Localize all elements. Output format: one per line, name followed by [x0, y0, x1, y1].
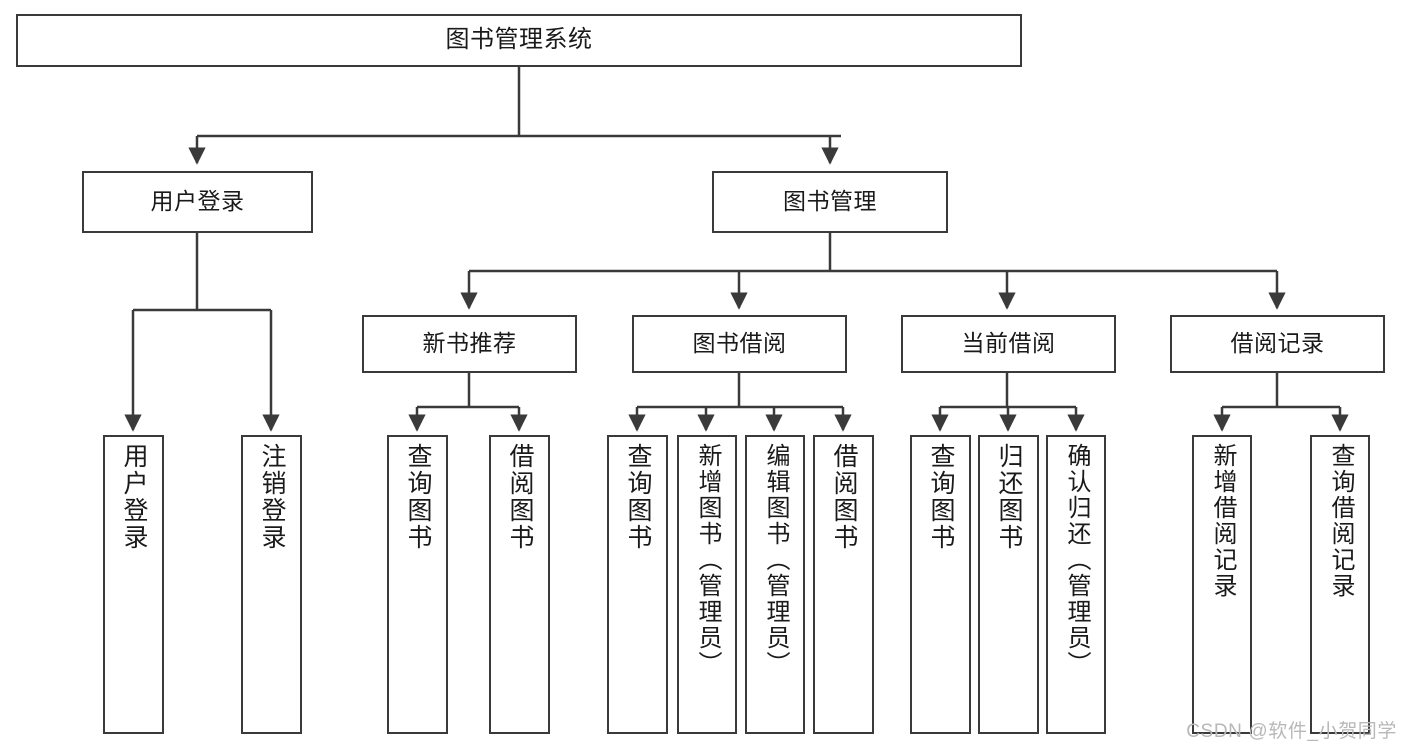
node-root[interactable]: 图书管理系统: [16, 14, 1022, 67]
watermark: CSDN @软件_小贺同学: [1186, 721, 1397, 742]
node-leaf-query-book-1[interactable]: 查询图书: [387, 435, 448, 734]
node-user-login[interactable]: 用户登录: [82, 171, 313, 233]
node-borrow-record[interactable]: 借阅记录: [1170, 315, 1385, 373]
node-leaf-borrow-book-2-label: 借阅图书: [830, 443, 858, 551]
node-leaf-user-login-label: 用户登录: [120, 443, 148, 551]
node-leaf-edit-book-label: 编辑图书（管理员）: [762, 443, 789, 677]
node-leaf-borrow-book-2[interactable]: 借阅图书: [813, 435, 874, 734]
node-leaf-logout-label: 注销登录: [258, 443, 286, 551]
node-leaf-edit-book[interactable]: 编辑图书（管理员）: [745, 435, 805, 734]
node-leaf-borrow-book-1-label: 借阅图书: [506, 443, 534, 551]
node-leaf-query-book-2[interactable]: 查询图书: [607, 435, 668, 734]
node-current-borrow[interactable]: 当前借阅: [901, 315, 1116, 373]
node-borrow-record-label: 借阅记录: [1230, 330, 1325, 357]
node-leaf-borrow-book-1[interactable]: 借阅图书: [489, 435, 550, 734]
node-book-borrow[interactable]: 图书借阅: [632, 315, 847, 373]
node-leaf-add-book-label: 新增图书（管理员）: [694, 443, 721, 677]
node-leaf-return-book-label: 归还图书: [995, 443, 1023, 551]
node-new-book-rec-label: 新书推荐: [422, 330, 517, 357]
node-root-label: 图书管理系统: [445, 26, 593, 54]
node-leaf-query-book-3-label: 查询图书: [927, 443, 955, 551]
node-current-borrow-label: 当前借阅: [961, 330, 1056, 357]
node-book-manage-label: 图书管理: [783, 188, 877, 215]
node-user-login-label: 用户登录: [150, 188, 245, 215]
node-leaf-add-record[interactable]: 新增借阅记录: [1192, 435, 1252, 734]
node-leaf-add-record-label: 新增借阅记录: [1209, 443, 1236, 599]
node-leaf-return-book[interactable]: 归还图书: [978, 435, 1039, 734]
node-new-book-rec[interactable]: 新书推荐: [362, 315, 577, 373]
node-leaf-add-book[interactable]: 新增图书（管理员）: [677, 435, 737, 734]
node-leaf-query-book-2-label: 查询图书: [624, 443, 652, 551]
node-leaf-confirm-return-label: 确认归还（管理员）: [1063, 443, 1090, 677]
node-leaf-user-login[interactable]: 用户登录: [103, 435, 164, 734]
node-leaf-query-book-3[interactable]: 查询图书: [910, 435, 971, 734]
node-leaf-confirm-return[interactable]: 确认归还（管理员）: [1046, 435, 1106, 734]
node-leaf-query-record-label: 查询借阅记录: [1327, 443, 1354, 599]
node-book-manage[interactable]: 图书管理: [712, 171, 948, 233]
node-leaf-query-record[interactable]: 查询借阅记录: [1310, 435, 1370, 734]
node-book-borrow-label: 图书借阅: [692, 330, 787, 357]
node-leaf-logout[interactable]: 注销登录: [241, 435, 302, 734]
node-leaf-query-book-1-label: 查询图书: [404, 443, 432, 551]
